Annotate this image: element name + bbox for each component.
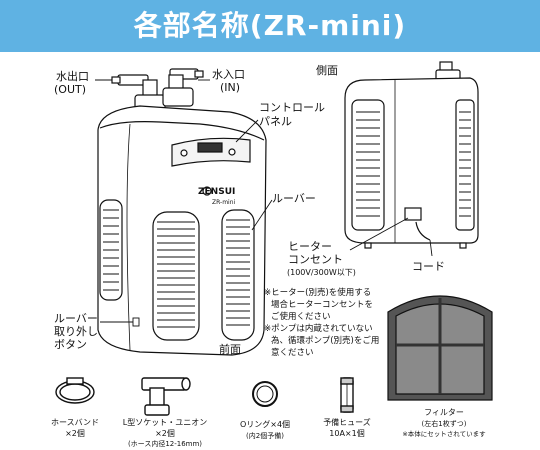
heater-spec-label: (100V/300W以下) <box>287 268 356 277</box>
accessory-sub: ※本体にセットされています <box>402 430 486 438</box>
page-title: 各部名称(ZR-mini) <box>133 9 407 42</box>
panel-button-icon <box>180 149 188 157</box>
accessory-name: 予備ヒューズ <box>323 418 371 427</box>
heater-outlet-label-1: ヒーター <box>288 240 332 253</box>
accessory-detail: 10A×1個 <box>329 429 365 438</box>
accessory-name: ホースバンド <box>51 418 99 427</box>
outlet-label: 水出口 <box>56 70 89 83</box>
note-line-6: 意ください <box>271 348 314 358</box>
louver-label: ルーバー <box>272 192 316 205</box>
control-panel-label-2: パネル <box>259 115 292 128</box>
brand-model: ZR-mini <box>212 199 236 206</box>
louver-slats <box>103 209 250 328</box>
accessory-detail: ×2個 <box>155 429 175 438</box>
accessory-name: L型ソケット・ユニオン <box>122 418 208 427</box>
louver-release-label-3: ボタン <box>54 338 87 351</box>
inlet-label: 水入口 <box>212 68 245 81</box>
brand-name: ZENSUI <box>198 187 236 197</box>
louver-release-label-1: ルーバー <box>54 312 98 325</box>
side-louver-slats <box>356 111 471 217</box>
heater-outlet-icon <box>404 207 422 221</box>
accessory-detail: (左右1枚ずつ) <box>421 420 467 428</box>
title-banner <box>0 0 540 52</box>
accessory-detail: ×2個 <box>65 429 85 438</box>
heater-outlet-label-2: コンセント <box>288 253 343 266</box>
accessory-illustrations <box>55 377 354 416</box>
accessory-sub: (ホース内径12-16mm) <box>127 440 203 448</box>
foot-icon <box>364 242 372 249</box>
inlet-tip-icon <box>194 70 204 78</box>
filter-illustration <box>387 295 493 401</box>
brand-logo-icon <box>202 186 212 196</box>
louver-left-icon <box>152 211 200 341</box>
accessory-name: Oリング×4個 <box>239 420 291 429</box>
note-line-2: 場合ヒーターコンセントを <box>271 300 374 310</box>
accessory-sub: (内2個予備) <box>246 432 284 440</box>
cord-label: コード <box>412 260 445 273</box>
accessory-name: フィルター <box>424 408 464 417</box>
side-louver-left-icon <box>351 99 385 231</box>
note-line-5: 為、循環ポンプ(別売)をご用 <box>271 336 380 346</box>
outlet-en-label: (OUT) <box>54 83 87 96</box>
cord-icon <box>415 221 431 241</box>
side-view-label: 側面 <box>316 64 338 77</box>
inlet-cap-icon <box>162 87 194 107</box>
inlet-en-label: (IN) <box>220 81 241 94</box>
o-ring-icon <box>252 381 278 407</box>
main-unit-illustration <box>97 68 267 356</box>
side-louver-right-icon <box>455 99 475 231</box>
foot-icon <box>459 242 467 249</box>
note-line-1: ※ヒーター(別売)を使用する <box>264 288 372 298</box>
side-leader-lines <box>349 217 433 257</box>
louver-release-label-2: 取り外し <box>54 325 98 338</box>
side-unit-illustration <box>344 61 479 249</box>
display-icon <box>197 142 223 153</box>
front-view-label: 前面 <box>219 343 241 356</box>
outlet-tip-icon <box>111 76 121 84</box>
panel-button-icon <box>228 148 236 156</box>
control-panel-label-1: コントロール <box>259 101 325 114</box>
note-line-4: ※ポンプは内蔵されていない <box>264 324 373 334</box>
note-line-3: ご使用ください <box>271 312 331 322</box>
leader-lines <box>95 79 273 327</box>
louver-right-icon <box>221 209 255 341</box>
